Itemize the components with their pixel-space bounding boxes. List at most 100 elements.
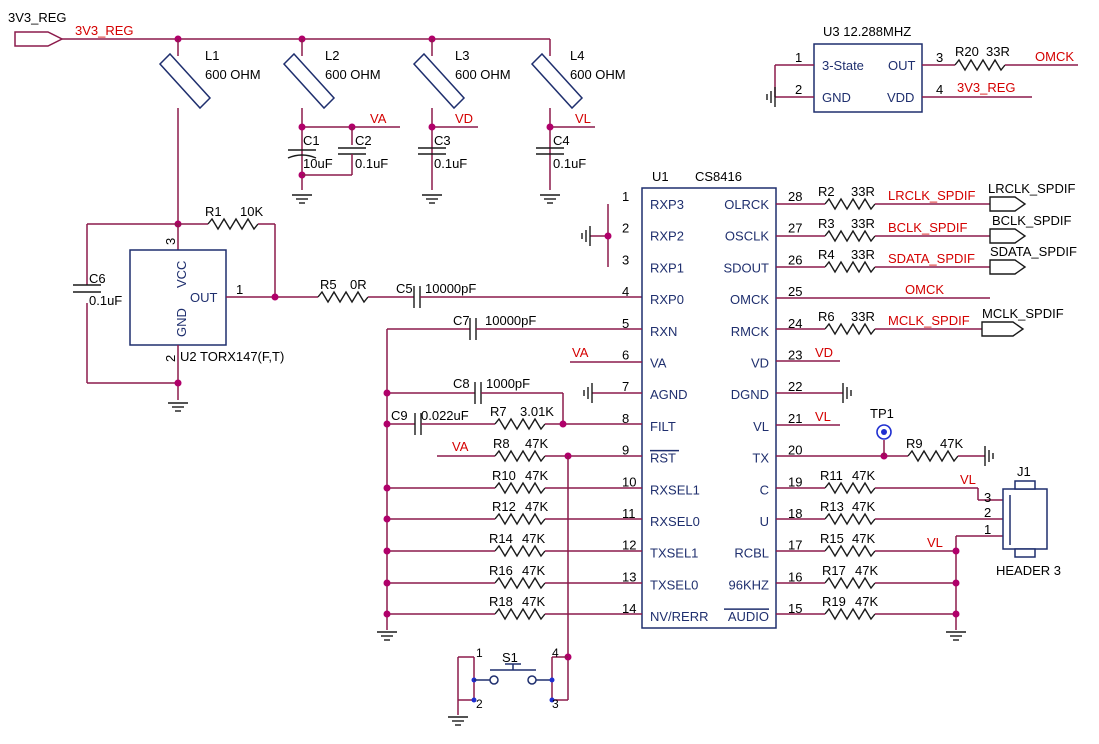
u1-pin-name: TX — [752, 451, 769, 466]
resistor-r15: R15 47K — [820, 531, 876, 557]
svg-text:R8: R8 — [493, 436, 510, 451]
svg-text:R12: R12 — [492, 499, 516, 514]
u1-pin-name: VL — [753, 419, 769, 434]
u1-va-label: VA — [572, 345, 589, 360]
svg-text:1: 1 — [795, 50, 802, 65]
u1-pin-number: 1 — [622, 189, 629, 204]
svg-text:R4: R4 — [818, 247, 835, 262]
resistor-r5: R5 0R — [317, 277, 369, 303]
svg-text:MCLK_SPDIF: MCLK_SPDIF — [982, 306, 1064, 321]
svg-text:C3: C3 — [434, 133, 451, 148]
resistor-r10: R10 47K — [492, 468, 548, 494]
u1-pins: RXP31RXP22RXP13RXP04RXN5VA6AGND7FILT8RST… — [622, 189, 802, 624]
ic-u2: VCC GND OUT 3 2 1 U2 TORX147(F,T) — [129, 238, 284, 364]
u1-pin-name: U — [760, 514, 769, 529]
u1-pin-number: 17 — [788, 538, 802, 553]
oscillator-u3: U3 12.288MHZ 3-State GND OUT VDD 1 2 3 4 — [795, 24, 943, 113]
testpoint-tp1[interactable]: TP1 — [870, 406, 894, 440]
vd-net: VD — [428, 111, 478, 131]
svg-text:R16: R16 — [489, 563, 513, 578]
resistor-r3: R3 33R — [818, 216, 876, 242]
svg-text:C5: C5 — [396, 281, 413, 296]
u1-pin-name: TXSEL0 — [650, 577, 698, 592]
u1-pin-name: RMCK — [731, 324, 770, 339]
resistor-r4: R4 33R — [818, 247, 876, 273]
svg-text:0R: 0R — [350, 277, 367, 292]
svg-text:VL: VL — [575, 111, 591, 126]
svg-text:47K: 47K — [525, 499, 548, 514]
svg-text:C2: C2 — [355, 133, 372, 148]
reg-port: 3V3_REG 3V3_REG — [8, 10, 550, 47]
svg-text:R2: R2 — [818, 184, 835, 199]
u1-pin-name: RCBL — [734, 546, 769, 561]
va-net: VA — [298, 111, 400, 131]
rcbl-vl-label: VL — [927, 535, 943, 550]
u1-pin-name: SDOUT — [724, 260, 770, 275]
svg-text:C9: C9 — [391, 408, 408, 423]
u1-pin-name: RST — [650, 451, 676, 466]
u1-pin-name: 96KHZ — [729, 577, 770, 592]
u1-pin-number: 5 — [622, 316, 629, 331]
svg-text:47K: 47K — [852, 531, 875, 546]
capacitor-c6: C6 0.1uF — [73, 271, 122, 308]
svg-text:J1: J1 — [1017, 464, 1031, 479]
svg-text:1: 1 — [476, 646, 483, 660]
u1-pin-name: AGND — [650, 387, 688, 402]
svg-text:33R: 33R — [851, 247, 875, 262]
svg-text:0.1uF: 0.1uF — [434, 156, 467, 171]
u1-pin-name: RXP1 — [650, 260, 684, 275]
u1-pin-number: 2 — [622, 221, 629, 236]
u1-pin-number: 10 — [622, 474, 636, 489]
svg-text:2: 2 — [795, 82, 802, 97]
svg-text:R17: R17 — [822, 563, 846, 578]
j1-vl-label: VL — [960, 472, 976, 487]
svg-text:47K: 47K — [522, 563, 545, 578]
u1-pin-name: C — [760, 482, 769, 497]
svg-text:R6: R6 — [818, 309, 835, 324]
switch-s1[interactable]: S1 1 2 3 4 — [457, 646, 572, 715]
u1-pin-name: NV/RERR — [650, 609, 709, 624]
svg-text:4: 4 — [936, 82, 943, 97]
capacitor-c1: C1 10uF — [287, 133, 333, 171]
u1-pin-name: FILT — [650, 419, 676, 434]
svg-text:3: 3 — [163, 238, 178, 245]
u1-pin-number: 22 — [788, 379, 802, 394]
svg-text:C4: C4 — [553, 133, 570, 148]
u1-pin-name: OMCK — [730, 292, 769, 307]
u1-pin-name: VA — [650, 356, 667, 371]
u1-pin-name: VD — [751, 356, 769, 371]
u1-pin-number: 7 — [622, 379, 629, 394]
svg-text:0.1uF: 0.1uF — [553, 156, 586, 171]
svg-text:U1: U1 — [652, 169, 669, 184]
resistor-r1: R1 10K — [178, 204, 276, 297]
u1-pin-name: RXP0 — [650, 292, 684, 307]
svg-text:R5: R5 — [320, 277, 337, 292]
svg-text:1: 1 — [236, 282, 243, 297]
capacitor-c8: C8 1000pF — [453, 376, 530, 404]
svg-text:C8: C8 — [453, 376, 470, 391]
svg-text:R10: R10 — [492, 468, 516, 483]
svg-text:U2 TORX147(F,T): U2 TORX147(F,T) — [180, 349, 284, 364]
svg-text:R3: R3 — [818, 216, 835, 231]
rst-va-label: VA — [452, 439, 469, 454]
port-sdata: SDATA_SPDIF — [989, 244, 1077, 275]
ic-u1: U1 CS8416 RXP31RXP22RXP13RXP04RXN5VA6AGN… — [622, 169, 802, 629]
svg-text:47K: 47K — [855, 594, 878, 609]
svg-text:600 OHM: 600 OHM — [205, 67, 261, 82]
resistor-r12: R12 47K — [492, 499, 548, 525]
bclk-net-label: BCLK_SPDIF — [888, 220, 968, 235]
header-j1[interactable]: J1 HEADER 3 3 2 1 — [984, 464, 1061, 578]
svg-text:HEADER 3: HEADER 3 — [996, 563, 1061, 578]
svg-text:R18: R18 — [489, 594, 513, 609]
svg-text:0.022uF: 0.022uF — [421, 408, 469, 423]
svg-text:C7: C7 — [453, 313, 470, 328]
resistor-r7: R7 3.01K — [490, 404, 554, 430]
svg-text:47K: 47K — [852, 499, 875, 514]
u3-omck-label: OMCK — [1035, 49, 1074, 64]
resistor-r16: R16 47K — [489, 563, 546, 589]
inductor-l1: L1 600 OHM — [159, 39, 261, 224]
svg-text:2: 2 — [163, 355, 178, 362]
svg-text:600 OHM: 600 OHM — [455, 67, 511, 82]
svg-text:TP1: TP1 — [870, 406, 894, 421]
svg-text:R7: R7 — [490, 404, 507, 419]
